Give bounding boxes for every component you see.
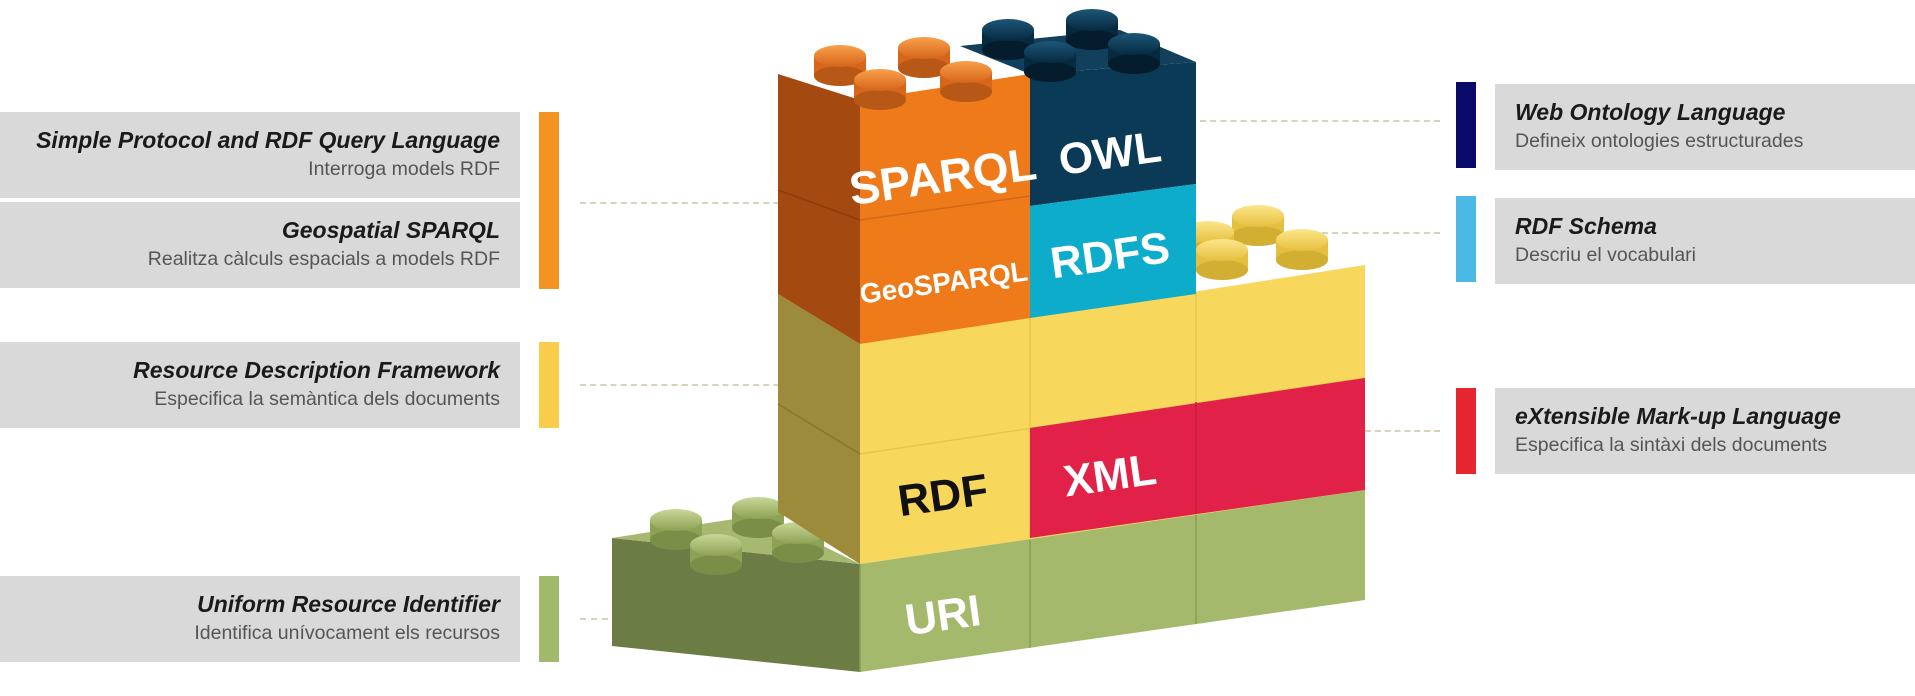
xml-brick [1030,378,1365,538]
leader-line-xml [1365,430,1440,432]
label-title: RDF Schema [1515,213,1657,239]
label-title: Resource Description Framework [133,357,500,383]
leader-line-uri [580,618,630,620]
owl-color-bar [1456,82,1476,168]
label-title: eXtensible Mark-up Language [1515,403,1841,429]
xml-color-bar [1456,388,1476,474]
label-sparql: Simple Protocol and RDF Query Language I… [0,112,520,198]
label-title: Web Ontology Language [1515,99,1786,125]
label-owl: Web Ontology Language Defineix ontologie… [1495,84,1915,170]
label-xml: eXtensible Mark-up Language Especifica l… [1495,388,1915,474]
label-subtitle: Especifica la sintàxi dels documents [1515,434,1828,456]
rdfs-brick [1030,184,1196,318]
label-title: Geospatial SPARQL [281,217,500,243]
label-title: Uniform Resource Identifier [197,591,500,617]
label-subtitle: Defineix ontologies estructurades [1515,130,1804,152]
label-subtitle: Especifica la semàntica dels documents [154,388,500,410]
label-rdf: Resource Description Framework Especific… [0,342,520,428]
label-title: Simple Protocol and RDF Query Language [36,127,500,153]
label-subtitle: Descriu el vocabulari [1515,244,1696,266]
uri-color-bar [539,576,559,662]
leader-line-sparql [580,202,810,204]
leader-line-rdfs [1230,232,1440,234]
sparql-brick-studs [814,37,992,110]
label-subtitle: Interroga models RDF [308,158,500,180]
label-subtitle: Realitza càlculs espacials a models RDF [147,248,500,270]
rdf-color-bar [539,342,559,428]
leader-line-rdf [580,384,810,386]
sparql-brick [777,74,1031,344]
label-uri: Uniform Resource Identifier Identifica u… [0,576,520,662]
owl-brick-studs [982,9,1160,82]
rdf-brick-studs [1182,205,1328,280]
label-subtitle: Identifica unívocament els recursos [194,622,500,644]
sparql-color-bar [539,112,559,289]
uri-block-label: URI [902,586,984,645]
label-geosparql: Geospatial SPARQL Realitza càlculs espac… [0,202,520,288]
label-rdfs: RDF Schema Descriu el vocabulari [1495,198,1915,284]
leader-line-owl [1200,120,1440,122]
rdfs-color-bar [1456,196,1476,282]
